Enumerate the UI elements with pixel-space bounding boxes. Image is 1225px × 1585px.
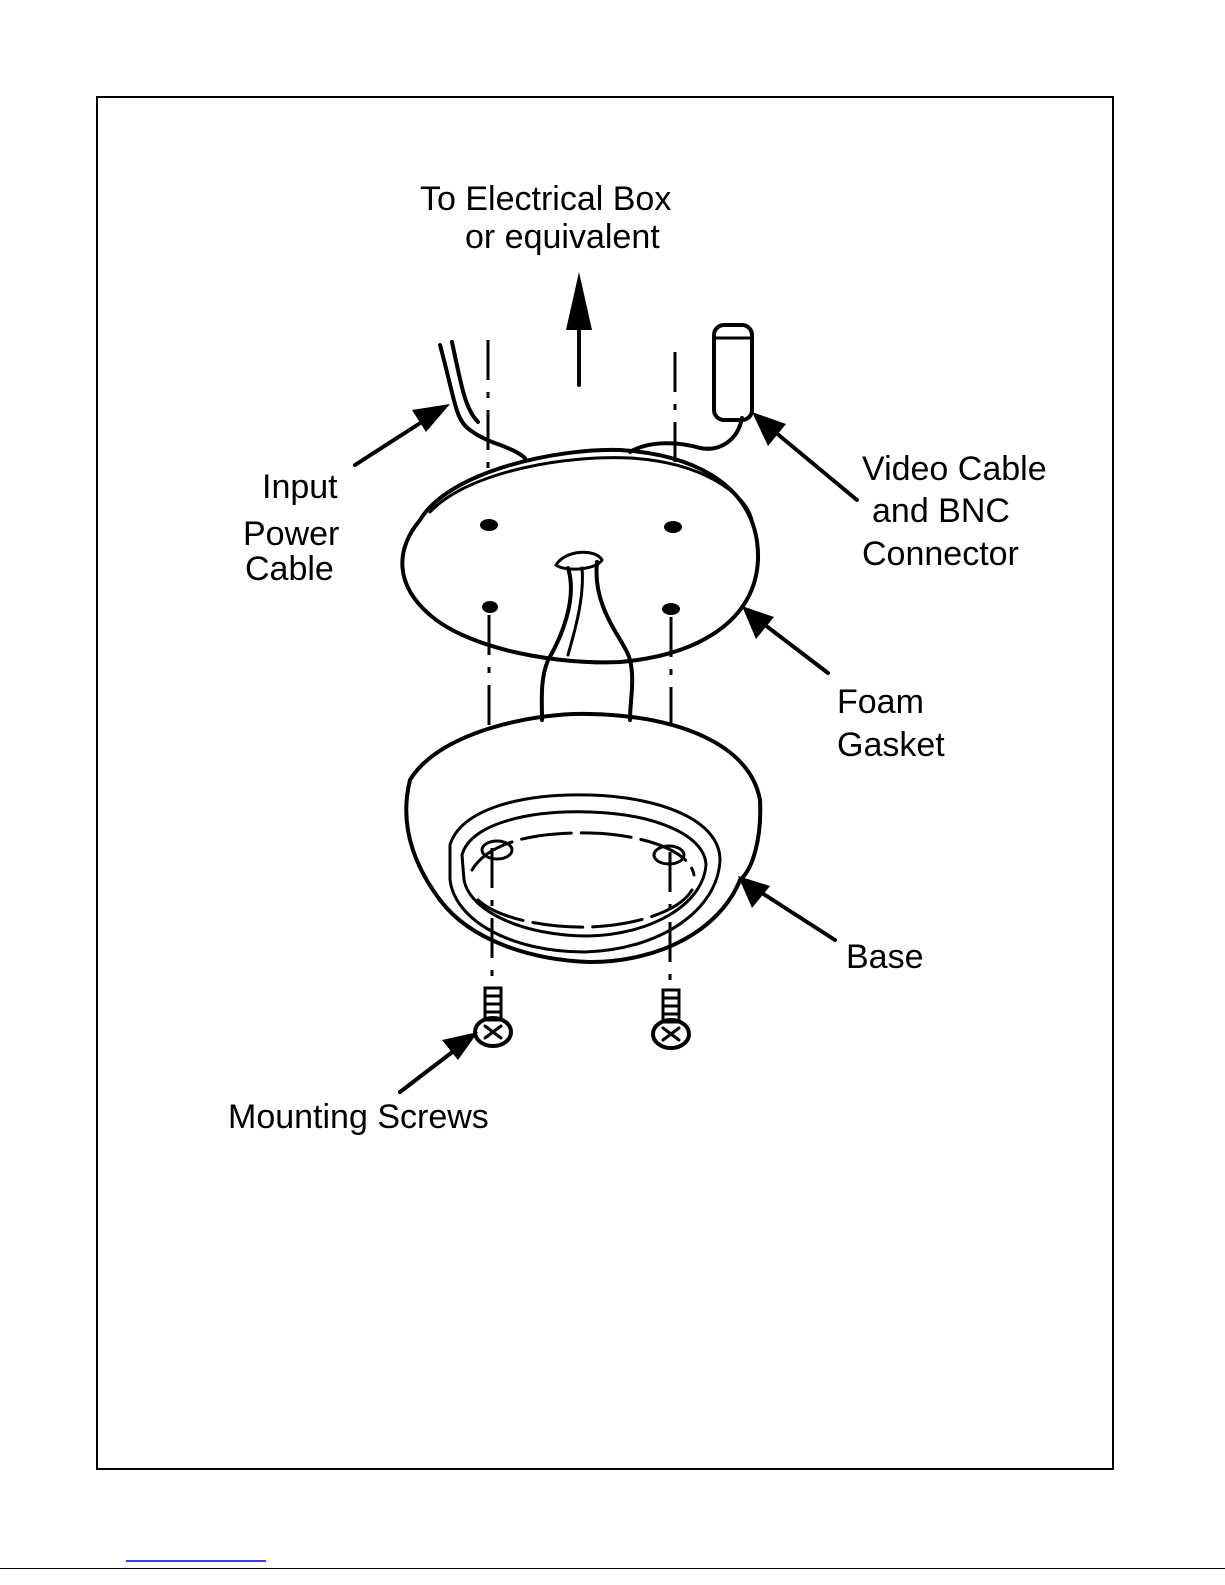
label-video-3: Connector: [862, 535, 1019, 573]
label-foam-2: Gasket: [837, 726, 945, 764]
arrow-mounting-screws-icon: [400, 1032, 478, 1092]
foam-gasket: [402, 450, 758, 662]
arrow-base-icon: [738, 876, 835, 940]
label-video-1: Video Cable: [862, 450, 1047, 488]
arrow-foam-gasket-icon: [742, 606, 828, 673]
footer-link-underline: [126, 1560, 266, 1562]
footer-rule: [0, 1568, 1225, 1569]
label-electrical-box-1: To Electrical Box: [420, 180, 671, 218]
label-foam-1: Foam: [837, 683, 924, 721]
arrow-input-power-icon: [355, 404, 450, 465]
screw-icon-right: [653, 990, 689, 1048]
camera-base: [406, 714, 760, 962]
arrow-video-cable-icon: [752, 412, 857, 500]
label-electrical-box-2: or equivalent: [465, 218, 660, 256]
label-input-3: Cable: [245, 550, 334, 588]
label-input-1: Input: [262, 468, 338, 506]
label-video-2: and BNC: [872, 492, 1010, 530]
input-power-cable: [440, 345, 525, 458]
screw-icon-left: [475, 988, 511, 1046]
bnc-connector-icon: [714, 325, 752, 420]
cable-bundle: [542, 562, 632, 720]
video-cable: [630, 418, 742, 452]
up-arrow-icon: [566, 272, 592, 385]
label-base: Base: [846, 938, 924, 976]
label-mounting-screws: Mounting Screws: [228, 1098, 489, 1136]
label-input-2: Power: [243, 515, 339, 553]
